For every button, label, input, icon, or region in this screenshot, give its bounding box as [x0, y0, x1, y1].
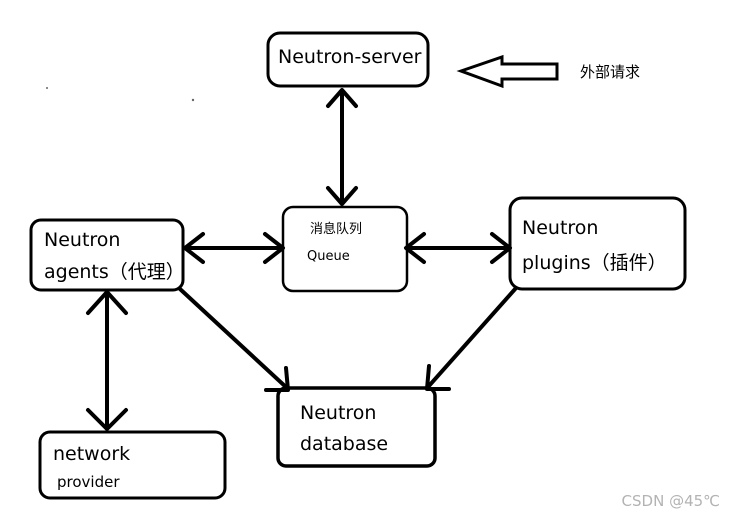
edge-plugins-database: [425, 286, 518, 391]
edge-agents-provider: [86, 290, 128, 431]
network-provider-box[interactable]: [38, 430, 227, 500]
agents-label-line1: Neutron: [44, 229, 121, 251]
edge-agents-database: [178, 287, 290, 392]
provider-label-line1: network: [53, 443, 131, 465]
stray-dot: [191, 98, 195, 102]
watermark: CSDN @45℃: [621, 492, 720, 510]
database-label-line2: database: [300, 433, 389, 455]
agents-label-line2: agents（代理）: [44, 261, 185, 283]
neutron-server-box[interactable]: [266, 31, 430, 88]
neutron-database-box[interactable]: [276, 386, 437, 468]
edge-queue-plugins: [404, 232, 512, 264]
neutron-plugins-box[interactable]: [508, 196, 687, 291]
external-request-arrow: [456, 54, 559, 89]
queue-label-en: Queue: [307, 249, 350, 264]
external-request-label: 外部请求: [580, 63, 641, 81]
database-label-line1: Neutron: [300, 402, 377, 424]
plugins-label-line1: Neutron: [522, 217, 599, 239]
neutron-server-label: Neutron-server: [278, 46, 422, 68]
provider-label-line2: provider: [57, 473, 120, 491]
plugins-label-line2: plugins（插件）: [522, 252, 667, 274]
edge-agents-queue: [183, 232, 285, 264]
edge-server-queue: [326, 88, 358, 206]
queue-label-zh: 消息队列: [310, 222, 363, 237]
stray-dot: [46, 87, 48, 89]
